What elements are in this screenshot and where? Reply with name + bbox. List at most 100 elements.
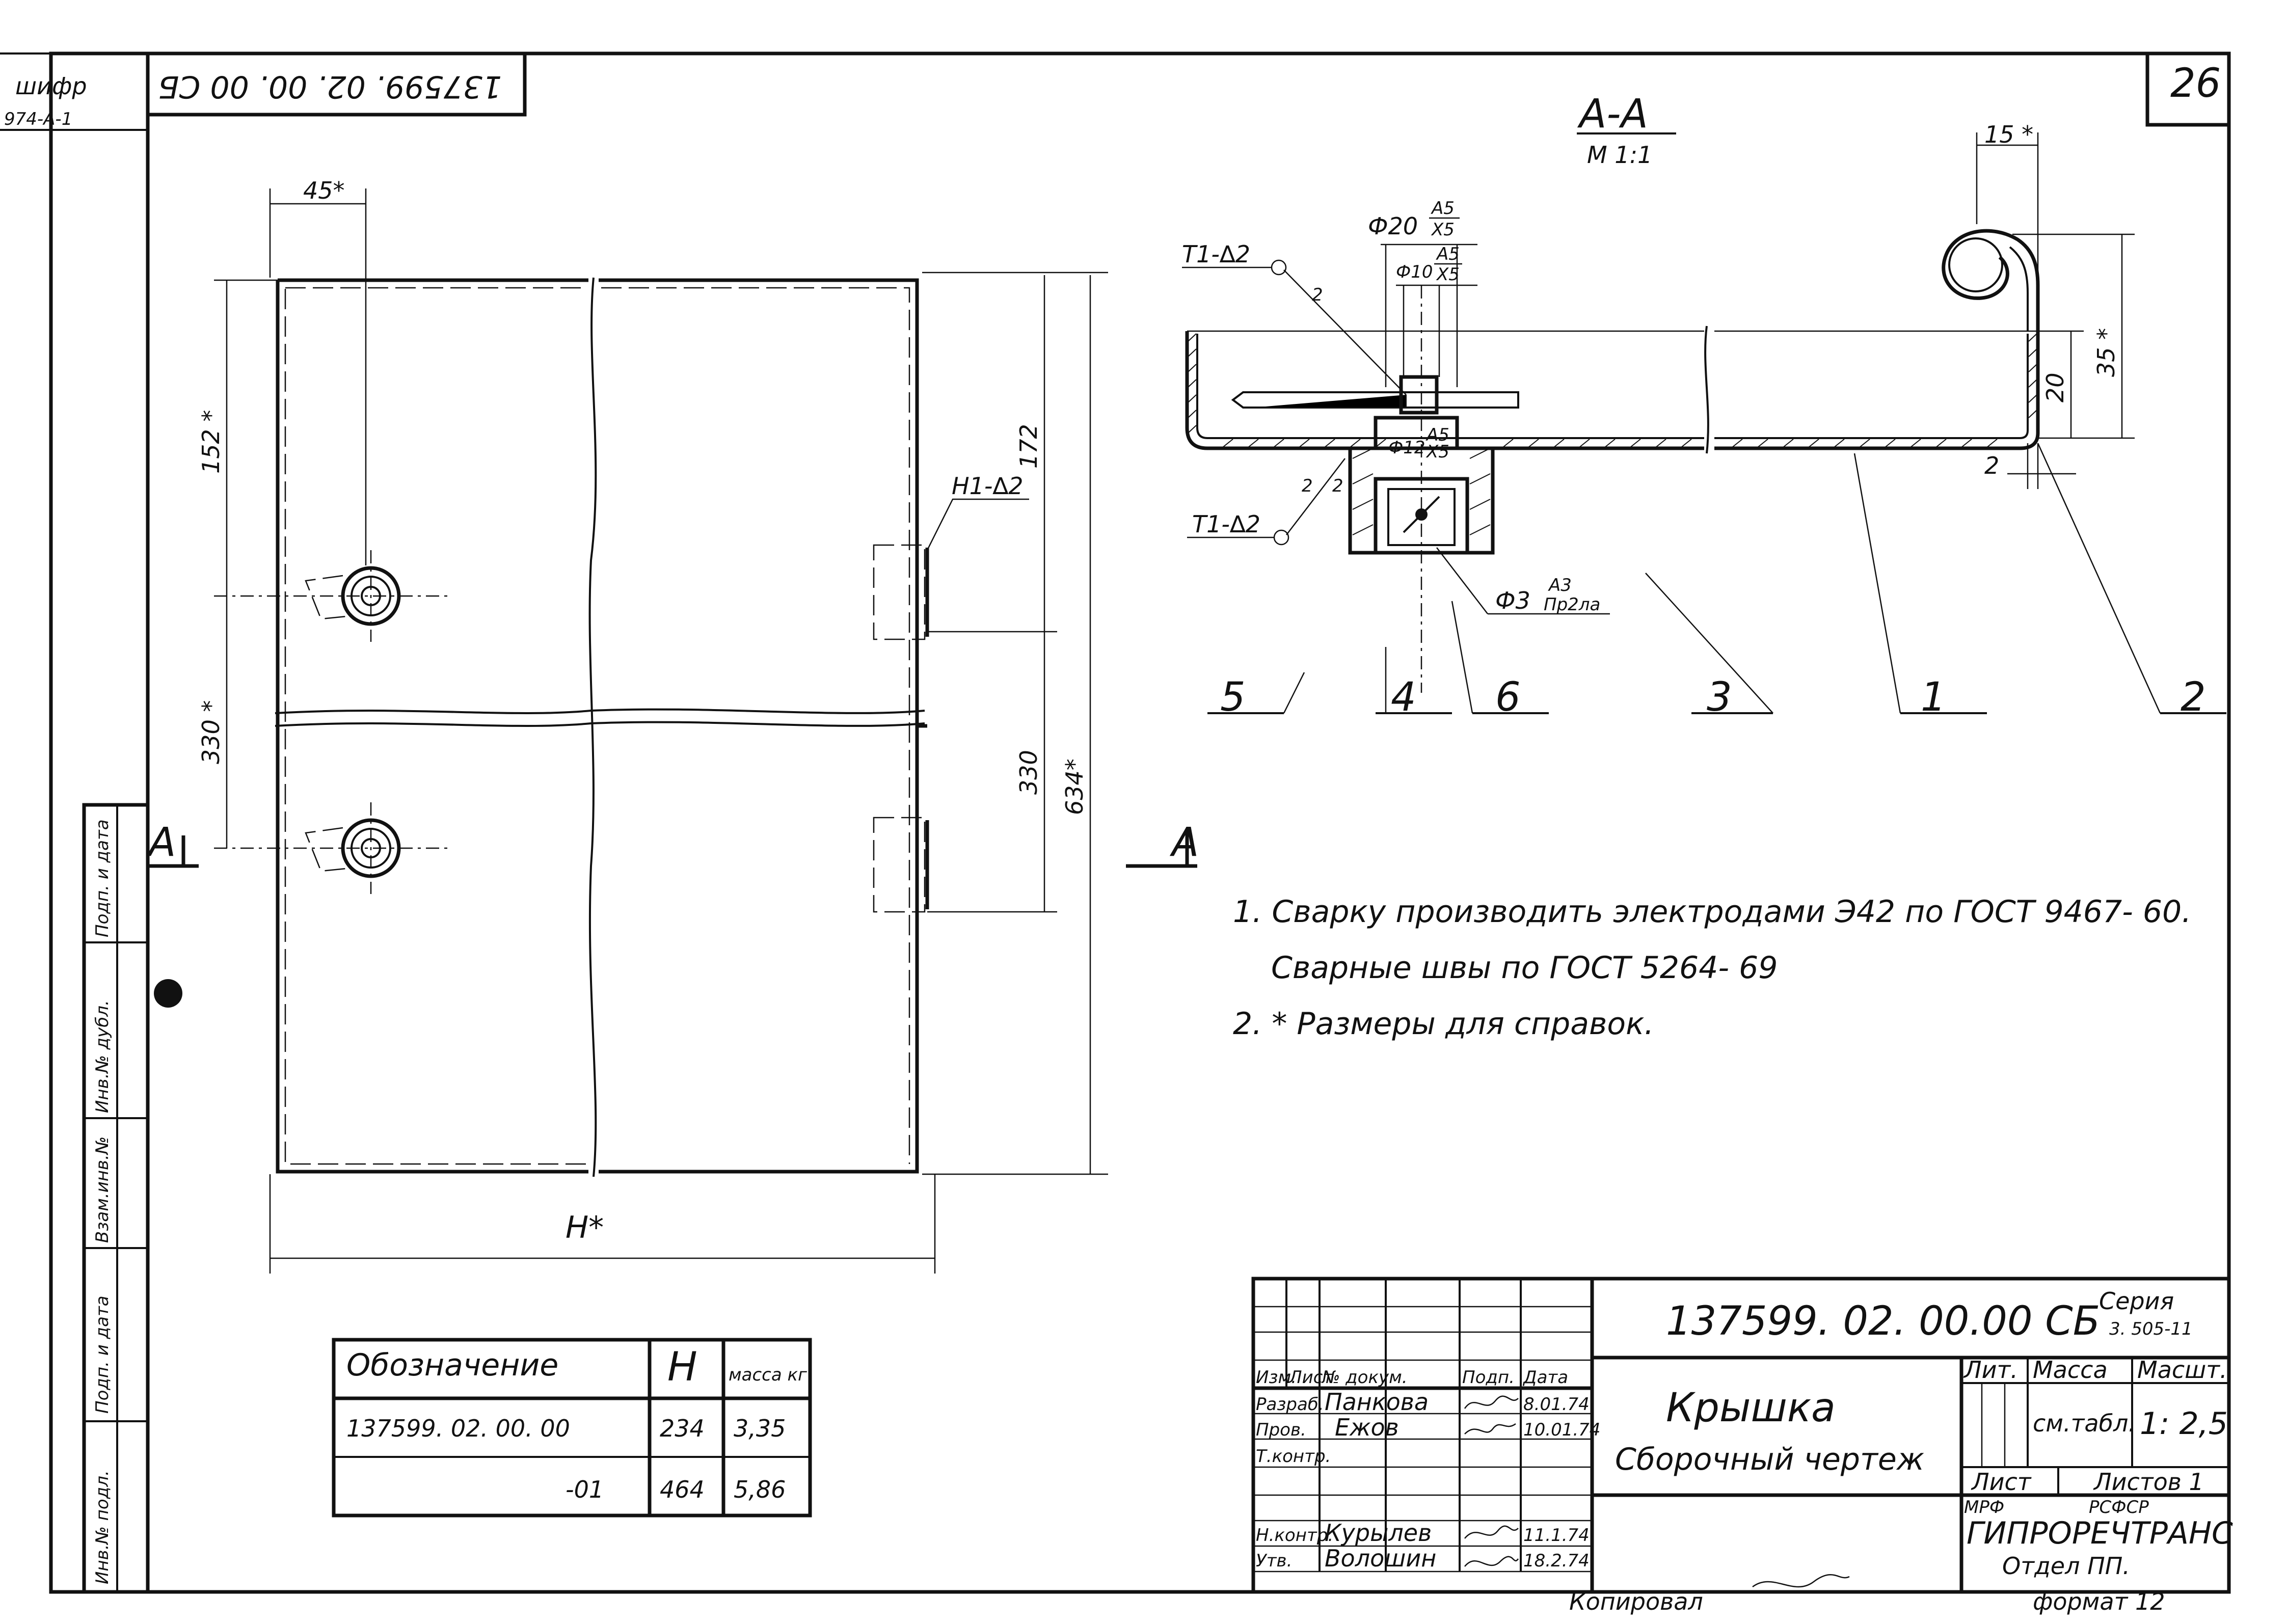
lit-label: Лит. [1963,1356,2018,1384]
sheet-label: Лист [1971,1468,2032,1496]
cipher-value: 974-А-1 [4,109,72,129]
role-nkontr: Н.контр. [1256,1525,1333,1546]
copied-label: Копировал [1569,1588,1703,1615]
weld-leg-bottom: 2 [1302,476,1313,496]
table-row-2-h: 464 [660,1476,705,1503]
note-1-continued: Сварные швы по ГОСТ 5264- 69 [1271,950,1778,986]
phi20-fit-top: А5 [1431,198,1455,219]
phi12-fit-bottom: Х5 [1425,442,1449,462]
signatures [1464,1395,1850,1588]
dim-152: 152 * [197,410,225,474]
phi12-fit-top: А5 [1425,425,1449,445]
phi10-fit-bottom: Х5 [1436,264,1460,285]
dim-330-right: 330 [1015,750,1042,795]
callout-1: 1 [1921,674,1946,720]
series-value: 3. 505-11 [2109,1319,2193,1339]
title-code: 137599. 02. 00.00 СБ [1666,1298,2100,1344]
dim-h: H* [566,1210,604,1246]
drawing-frame [0,51,2231,1594]
date-razrab: 8.01.74 [1523,1394,1590,1415]
callout-5: 5 [1220,674,1246,720]
stamp-vzam-inv: Взам.инв.№ [92,1136,113,1243]
callout-6: 6 [1495,674,1521,720]
stamp-podp-data-1: Подп. и дата [92,1295,113,1414]
stamp-inv-podl: Инв.№ подл. [92,1470,113,1584]
name-utv: Волошин [1325,1545,1436,1572]
section-view [1182,132,2226,714]
phi12-label: Ф12 [1388,438,1425,458]
name-prov: Ежов [1335,1414,1399,1441]
table-row-1-mass: 3,35 [734,1415,786,1442]
section-scale: М 1:1 [1587,141,1652,169]
weld-top-label: Т1-∆2 [1182,240,1250,268]
dim-2: 2 [1984,452,1999,479]
note-2: 2. * Размеры для справок. [1233,1006,1654,1042]
phi3-label: Ф3 [1495,587,1530,614]
hinge-lower [873,817,929,913]
date-prov: 10.01.74 [1523,1420,1600,1440]
phi3-fit-top: А3 [1548,575,1572,596]
name-razrab: Панкова [1325,1388,1429,1416]
callout-2: 2 [2181,674,2206,720]
dim-35: 35 * [2092,328,2120,377]
table-row-2-mass: 5,86 [734,1476,786,1503]
dim-330-left: 330 * [197,700,225,764]
table-header-mass: масса кг [729,1365,808,1385]
section-title: А-А [1577,91,1648,137]
sheet-number: 26 [2170,61,2221,106]
mass-value: см.табл. [2033,1410,2136,1437]
dim-15: 15 * [1984,121,2033,148]
table-header-designation: Обозначение [346,1347,558,1383]
name-nkontr: Курылев [1325,1519,1432,1547]
role-razrab: Разраб. [1256,1394,1324,1415]
weld-leg-mid: 2 [1332,476,1343,496]
latch-lower [305,818,401,878]
weld-leg-top: 2 [1312,285,1323,305]
variants-table [332,1338,812,1518]
phi20-fit-bottom: Х5 [1431,220,1455,240]
table-row-2-designation: -01 [566,1476,604,1503]
phi20-label: Ф20 [1368,212,1418,240]
table-header-h: Н [667,1344,697,1390]
table-row-1-h: 234 [660,1415,705,1442]
col-podp: Подп. [1462,1367,1515,1388]
role-prov: Пров. [1256,1420,1306,1440]
col-izm: Изм. [1256,1367,1297,1388]
weld-bottom-label: Т1-∆2 [1192,510,1260,538]
scale-value: 1: 2,5 [2140,1406,2228,1442]
mass-label: Масса [2033,1356,2108,1384]
note-1: 1. Сварку производить электродами Э42 по… [1233,894,2191,930]
col-list: Лист [1288,1367,1333,1388]
callout-4: 4 [1391,674,1416,720]
doc-type: Сборочный чертеж [1615,1442,1924,1477]
date-nkontr: 11.1.74 [1523,1525,1590,1546]
hole-punch-mark [154,979,182,1008]
rotated-code: 137599. 02. 00. 00 СБ [158,69,502,104]
role-tkontr: Т.контр. [1256,1446,1331,1467]
date-utv: 18.2.74 [1523,1551,1590,1571]
latch-upper [305,566,401,626]
org-dept: Отдел ПП. [2002,1552,2130,1580]
callout-3: 3 [1707,674,1732,720]
col-doc: № докум. [1321,1367,1408,1388]
org-ministry-right: РСФСР [2089,1497,2149,1518]
scale-label: Масшт. [2137,1356,2227,1384]
org-name: ГИПРОРЕЧТРАНС [1967,1515,2233,1551]
table-row-1-designation: 137599. 02. 00. 00 [346,1415,570,1442]
sheets-label: Листов 1 [2093,1468,2204,1496]
stamp-inv-dubl: Инв.№ дубл. [92,1000,113,1113]
stamp-podp-data-2: Подп. и дата [92,819,113,937]
col-data: Дата [1522,1367,1568,1388]
plan-view [148,188,1197,1274]
dim-634: 634* [1061,759,1088,815]
hinge-weld-label: Н1-∆2 [952,472,1024,500]
dim-20: 20 [2041,372,2069,402]
role-utv: Утв. [1256,1551,1292,1571]
dim-172: 172 [1015,424,1042,469]
drawing-name: Крышка [1666,1385,1836,1431]
series-label: Серия [2099,1287,2174,1315]
dim-45: 45* [303,177,345,204]
phi10-fit-top: А5 [1436,244,1460,264]
org-ministry-left: МРФ [1964,1497,2004,1518]
